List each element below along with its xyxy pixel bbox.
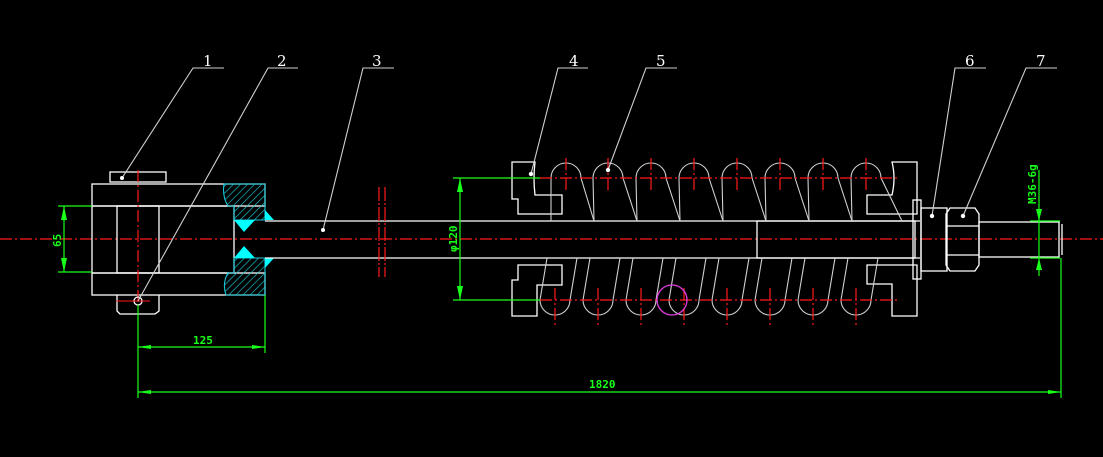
dimension-65-text: 65 bbox=[51, 234, 64, 247]
spring-wire bbox=[711, 257, 720, 301]
lock-nut-part-6 bbox=[920, 207, 948, 272]
balloon-1-label: 1 bbox=[203, 52, 213, 70]
balloon-4: 4 bbox=[528, 52, 588, 177]
spring-wire bbox=[635, 177, 638, 222]
spring-wire bbox=[794, 177, 810, 222]
balloon-4-label: 4 bbox=[569, 52, 579, 70]
balloon-3-label: 3 bbox=[372, 52, 382, 70]
spring-wire bbox=[592, 177, 595, 222]
spring-wire bbox=[807, 177, 810, 222]
spring-wire bbox=[580, 177, 595, 222]
left-spring-seat bbox=[511, 161, 563, 317]
balloon-5-label: 5 bbox=[656, 52, 666, 70]
dimension-phi120-text: φ120 bbox=[447, 226, 460, 253]
clevis-body bbox=[91, 205, 235, 274]
spring-wire bbox=[870, 257, 879, 301]
left-seat-top bbox=[511, 161, 563, 215]
spring-wire bbox=[784, 257, 793, 301]
spring-wire bbox=[721, 177, 724, 222]
spring-wire bbox=[708, 177, 724, 222]
spring-wire bbox=[612, 257, 621, 301]
spring-wire bbox=[582, 257, 591, 301]
balloon-7: 7 bbox=[960, 52, 1057, 219]
spring-wire bbox=[751, 177, 767, 222]
balloon-6: 6 bbox=[929, 52, 986, 219]
spring-wire bbox=[698, 257, 707, 301]
dimension-thread-text: M36-6g bbox=[1026, 164, 1039, 204]
dimension-125: 125 bbox=[137, 295, 266, 398]
clevis-assembly bbox=[91, 170, 274, 315]
dimension-65: 65 bbox=[51, 205, 92, 273]
balloon-3: 3 bbox=[321, 52, 394, 232]
spring-wire bbox=[539, 257, 548, 301]
spring-wire bbox=[840, 257, 849, 301]
spring-wire bbox=[764, 177, 767, 222]
rod-threaded-sleeve bbox=[756, 220, 916, 259]
spring-wire bbox=[754, 257, 763, 301]
dimension-1820: 1820 bbox=[138, 258, 1062, 398]
spring-wire bbox=[569, 257, 578, 301]
spring-wire bbox=[850, 177, 853, 222]
dimension-125-text: 125 bbox=[193, 334, 213, 347]
balloon-7-label: 7 bbox=[1036, 52, 1046, 70]
balloon-6-label: 6 bbox=[965, 52, 975, 70]
clevis-weld-block-bottom bbox=[223, 257, 266, 296]
weld-bead-top bbox=[234, 210, 274, 232]
spring-wire bbox=[880, 177, 903, 222]
weld-bead-bottom bbox=[234, 246, 274, 268]
spring-wire bbox=[678, 177, 681, 222]
right-seat-bottom bbox=[866, 264, 918, 317]
hex-nut-part-7 bbox=[945, 207, 980, 272]
spring-wire bbox=[797, 257, 806, 301]
spring bbox=[539, 158, 903, 328]
threaded-end bbox=[978, 221, 1060, 258]
spring-wire bbox=[622, 177, 638, 222]
spring-wire bbox=[655, 257, 664, 301]
right-seat-top bbox=[866, 161, 918, 215]
coil-section-highlight bbox=[656, 284, 688, 316]
spring-wire bbox=[665, 177, 681, 222]
balloon-1: 1 bbox=[120, 52, 224, 180]
spring-wire bbox=[827, 257, 836, 301]
balloon-5: 5 bbox=[605, 52, 677, 173]
spring-wire bbox=[625, 257, 634, 301]
balloon-2-label: 2 bbox=[277, 52, 287, 70]
left-seat-bottom bbox=[511, 264, 563, 317]
dimension-1820-text: 1820 bbox=[589, 378, 616, 391]
spring-wire bbox=[668, 257, 677, 301]
balloon-2: 2 bbox=[137, 52, 298, 302]
clevis-weld-block-top bbox=[222, 183, 266, 221]
rod bbox=[265, 187, 920, 277]
dimension-thread: M36-6g bbox=[1026, 164, 1060, 276]
spring-wire bbox=[837, 177, 853, 222]
balloon-leaders: 1 2 3 4 5 6 7 bbox=[120, 52, 1057, 302]
spring-wire bbox=[741, 257, 750, 301]
nut-assembly bbox=[920, 207, 1063, 272]
dimension-phi120: φ120 bbox=[447, 177, 540, 301]
